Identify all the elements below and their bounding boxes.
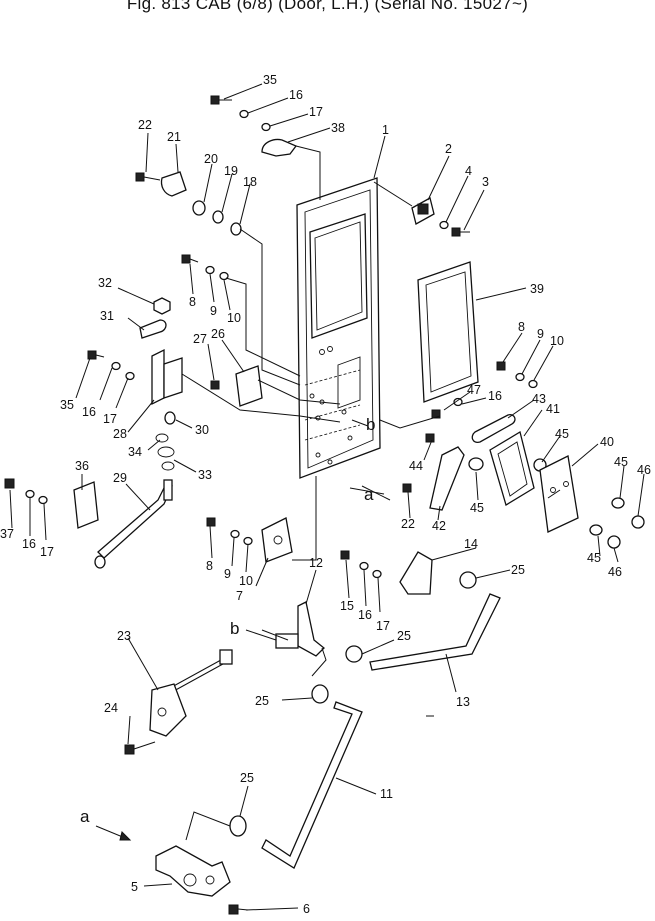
label-3: 3 — [482, 175, 489, 189]
label-2: 2 — [445, 142, 452, 156]
leader-lines — [9, 83, 645, 911]
label-45-bottom: 45 — [587, 551, 601, 565]
label-45-mid: 45 — [614, 455, 628, 469]
label-1: 1 — [382, 123, 389, 137]
window-glass-part-39 — [417, 261, 479, 403]
label-25-left: 25 — [255, 694, 269, 708]
label-18: 18 — [243, 175, 257, 189]
label-16-far-left: 16 — [22, 537, 36, 551]
label-45-low: 45 — [470, 501, 484, 515]
label-21: 21 — [167, 130, 181, 144]
label-b-upper: b — [366, 415, 375, 434]
label-9-mid: 9 — [224, 567, 231, 581]
label-a-upper: a — [364, 485, 374, 504]
label-12: 12 — [309, 556, 323, 570]
label-23: 23 — [117, 629, 131, 643]
label-17: 17 — [309, 105, 323, 119]
label-9-right: 9 — [537, 327, 544, 341]
label-17-far-left: 17 — [40, 545, 54, 559]
label-25-mid: 25 — [397, 629, 411, 643]
label-46-bottom: 46 — [608, 565, 622, 579]
label-8: 8 — [189, 295, 196, 309]
label-30: 30 — [195, 423, 209, 437]
label-36: 36 — [75, 459, 89, 473]
label-10: 10 — [227, 311, 241, 325]
label-22-right: 22 — [401, 517, 415, 531]
figure-title: Fig. 813 CAB (6/8) (Door, L.H.) (Serial … — [126, 0, 529, 13]
label-37: 37 — [0, 527, 14, 541]
label-17-left: 17 — [103, 412, 117, 426]
label-16: 16 — [289, 88, 303, 102]
label-17-lower: 17 — [376, 619, 390, 633]
label-40: 40 — [600, 435, 614, 449]
label-47: 47 — [467, 383, 481, 397]
label-a-lower: a — [80, 807, 90, 826]
label-31: 31 — [100, 309, 114, 323]
label-4: 4 — [465, 164, 472, 178]
door-frame-part-1 — [296, 177, 381, 479]
label-25-top: 25 — [511, 563, 525, 577]
label-20: 20 — [204, 152, 218, 166]
label-22: 22 — [138, 118, 152, 132]
label-26: 26 — [211, 327, 225, 341]
label-43: 43 — [532, 392, 546, 406]
label-8-right: 8 — [518, 320, 525, 334]
label-28: 28 — [113, 427, 127, 441]
label-16-lower: 16 — [358, 608, 372, 622]
upper-hardware — [87, 95, 470, 471]
label-46-top: 46 — [637, 463, 651, 477]
label-34: 34 — [128, 445, 142, 459]
label-11: 11 — [380, 787, 393, 801]
label-10-right: 10 — [550, 334, 564, 348]
label-14: 14 — [464, 537, 478, 551]
label-16-left: 16 — [82, 405, 96, 419]
label-15: 15 — [340, 599, 354, 613]
label-24: 24 — [104, 701, 118, 715]
label-45-top: 45 — [555, 427, 569, 441]
label-9: 9 — [210, 304, 217, 318]
label-19: 19 — [224, 164, 238, 178]
label-8-mid: 8 — [206, 559, 213, 573]
label-10-mid: 10 — [239, 574, 253, 588]
label-32: 32 — [98, 276, 112, 290]
label-16-right: 16 — [488, 389, 502, 403]
label-b-lower: b — [230, 619, 239, 638]
label-25-bottom: 25 — [240, 771, 254, 785]
label-6: 6 — [303, 902, 310, 916]
callout-labels: 35 16 17 38 1 2 4 3 22 21 20 19 18 8 9 1… — [0, 73, 651, 916]
label-38: 38 — [331, 121, 345, 135]
label-7: 7 — [236, 589, 243, 603]
label-42: 42 — [432, 519, 446, 533]
label-35-left: 35 — [60, 398, 74, 412]
label-39: 39 — [530, 282, 544, 296]
label-35: 35 — [263, 73, 277, 87]
label-29: 29 — [113, 471, 127, 485]
label-33: 33 — [198, 468, 212, 482]
label-41: 41 — [546, 402, 560, 416]
label-44: 44 — [409, 459, 423, 473]
middle-plate-part-7 — [206, 517, 293, 563]
label-27: 27 — [193, 332, 207, 346]
left-rod-assembly — [4, 478, 173, 569]
label-5: 5 — [131, 880, 138, 894]
label-13: 13 — [456, 695, 470, 709]
lower-lock-mechanism — [124, 550, 501, 915]
